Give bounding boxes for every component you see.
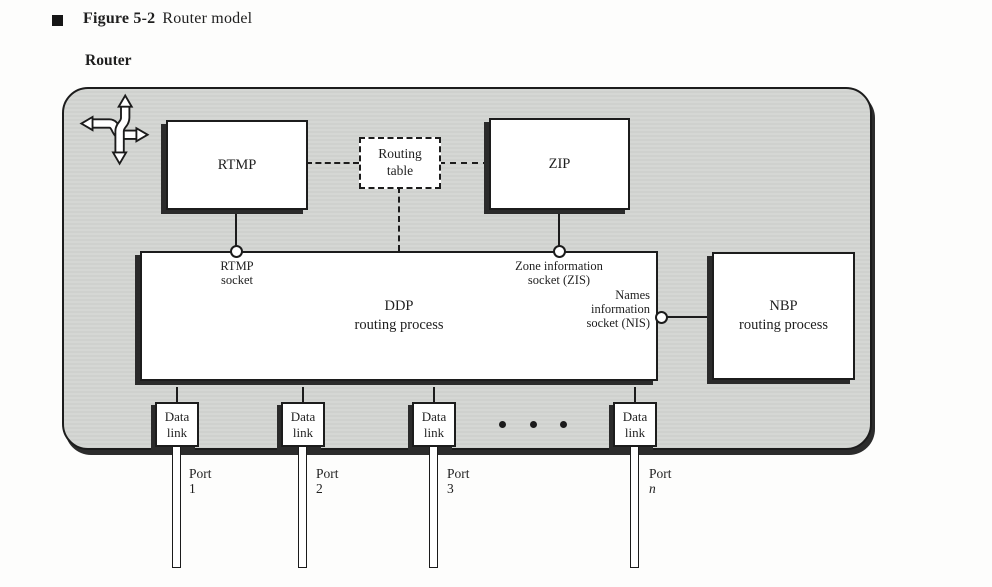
figure-title: Router model <box>162 10 253 27</box>
rtmp-socket-label: RTMP socket <box>220 259 254 287</box>
routing-table-box: Routing table <box>359 137 441 189</box>
data-link-label: Data link <box>421 408 447 440</box>
router-label: Router <box>85 52 132 69</box>
port-number: 2 <box>316 481 323 496</box>
nis-socket-circle <box>655 311 668 324</box>
ellipsis-dot <box>560 421 567 428</box>
rtmp-label: RTMP <box>217 156 257 173</box>
routing-table-label: Routing table <box>378 146 422 178</box>
port-number: 1 <box>189 481 196 496</box>
nbp-routing-process-box: NBP routing process <box>712 252 855 380</box>
figure-bullet <box>52 15 63 26</box>
routing-table-zip-dashed-line <box>439 162 489 164</box>
port-label-1: Port 1 <box>189 466 212 496</box>
port-cable-2 <box>298 446 307 568</box>
port-label-3: Port 3 <box>447 466 470 496</box>
data-link-label: Data link <box>622 408 648 440</box>
port-label-n: Port n <box>649 466 672 496</box>
ellipsis-dot <box>530 421 537 428</box>
data-link-label: Data link <box>164 408 190 440</box>
zis-socket-circle <box>553 245 566 258</box>
port-number: n <box>649 481 656 496</box>
data-link-label: Data link <box>290 408 316 440</box>
nis-nbp-line <box>666 316 712 318</box>
ddp-datalink-line-1 <box>176 387 178 403</box>
zip-socket-line <box>558 208 560 246</box>
nbp-label: NBP routing process <box>739 298 828 333</box>
data-link-box-1: Data link <box>155 402 199 447</box>
port-word: Port <box>447 466 470 481</box>
data-link-box-4: Data link <box>613 402 657 447</box>
rtmp-box: RTMP <box>166 120 308 210</box>
port-word: Port <box>649 466 672 481</box>
port-word: Port <box>189 466 212 481</box>
data-link-box-3: Data link <box>412 402 456 447</box>
data-link-box-2: Data link <box>281 402 325 447</box>
routing-table-ddp-dashed-line <box>398 187 400 251</box>
port-label-2: Port 2 <box>316 466 339 496</box>
figure-caption: Figure 5-2 Router model <box>83 10 252 28</box>
ddp-datalink-line-3 <box>433 387 435 403</box>
ddp-datalink-line-2 <box>302 387 304 403</box>
port-word: Port <box>316 466 339 481</box>
crossed-arrows-icon <box>79 93 150 166</box>
port-cable-4 <box>630 446 639 568</box>
figure-number: Figure 5-2 <box>83 10 156 27</box>
rtmp-socket-circle <box>230 245 243 258</box>
ddp-label: DDP routing process <box>354 298 444 333</box>
rtmp-routing-table-dashed-line <box>306 162 359 164</box>
zip-box: ZIP <box>489 118 630 210</box>
port-number: 3 <box>447 481 454 496</box>
ddp-datalink-line-4 <box>634 387 636 403</box>
zip-label: ZIP <box>548 155 571 172</box>
ddp-routing-process-box: DDP routing process <box>140 251 658 381</box>
port-cable-3 <box>429 446 438 568</box>
ellipsis-dot <box>499 421 506 428</box>
nis-socket-label: Names information socket (NIS) <box>586 288 650 330</box>
rtmp-socket-line <box>235 208 237 246</box>
zis-socket-label: Zone information socket (ZIS) <box>515 259 603 287</box>
port-cable-1 <box>172 446 181 568</box>
